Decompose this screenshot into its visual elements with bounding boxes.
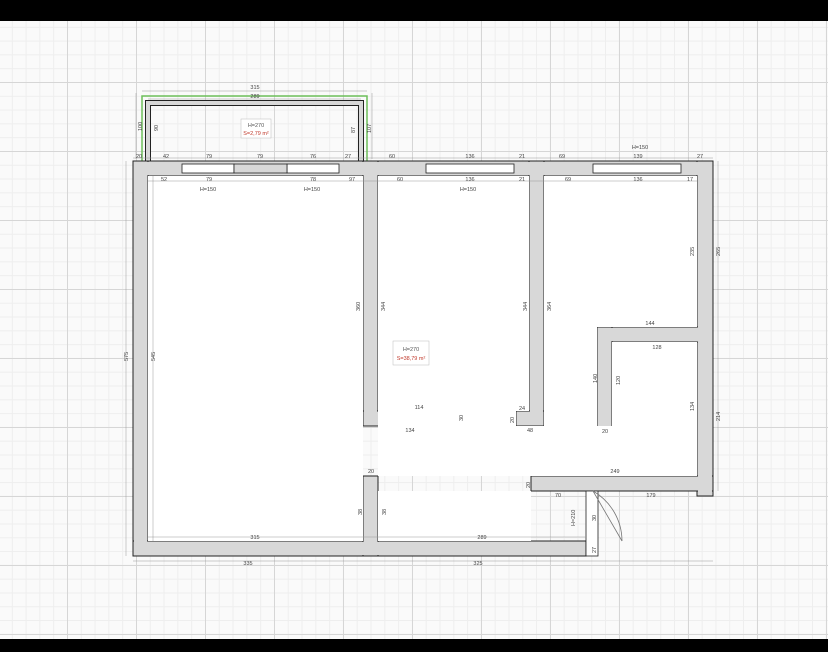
dim-wall2-end-b: 20 bbox=[510, 417, 516, 423]
room-right bbox=[544, 176, 697, 327]
dim-in-g: 21 bbox=[519, 177, 525, 183]
dim-win2: H=150 bbox=[304, 187, 320, 193]
dim-wall1-bottom-in: 114 bbox=[415, 405, 424, 411]
dim-top-window-h: H=150 bbox=[632, 145, 648, 151]
entrance-door[interactable] bbox=[585, 490, 623, 557]
dim-top-e: 76 bbox=[310, 154, 316, 160]
dim-right-upper-in: 235 bbox=[690, 247, 696, 256]
dim-in-j: 17 bbox=[687, 177, 693, 183]
dim-in-b: 79 bbox=[206, 177, 212, 183]
dim-right-lower-in: 134 bbox=[690, 402, 696, 411]
dim-bottom-in-right: 289 bbox=[477, 535, 486, 541]
dim-door-a: 30 bbox=[592, 515, 598, 521]
window-2[interactable] bbox=[286, 163, 340, 174]
window-3[interactable] bbox=[425, 163, 515, 174]
dim-balcony-outer: 315 bbox=[250, 85, 259, 91]
dim-top-i: 21 bbox=[519, 154, 525, 160]
dim-wall1-bottom-out: 134 bbox=[405, 428, 414, 434]
room-main bbox=[148, 176, 363, 541]
balcony-height-label: H=270 bbox=[248, 123, 264, 129]
dim-corridor-left: 20 bbox=[526, 482, 532, 488]
window-4[interactable] bbox=[592, 163, 682, 174]
dim-top-k: 139 bbox=[633, 154, 642, 160]
dim-bottom-in-left: 315 bbox=[250, 535, 259, 541]
dim-bottom-out-right: 325 bbox=[473, 561, 482, 567]
dim-win1: H=150 bbox=[200, 187, 216, 193]
dim-stub-right: 38 bbox=[382, 509, 388, 515]
dim-left-outer: 575 bbox=[124, 352, 130, 361]
dim-balcony-left-in: 90 bbox=[154, 125, 160, 131]
dim-inner-end: 20 bbox=[602, 429, 608, 435]
main-room-label: H=270 S=38,79 m² bbox=[392, 340, 430, 366]
dim-balcony-left: 100 bbox=[138, 122, 144, 131]
dim-bottom-out-left: 335 bbox=[243, 561, 252, 567]
dim-inner-top: 144 bbox=[645, 321, 654, 327]
dim-top-f: 27 bbox=[345, 154, 351, 160]
dim-top-l: 27 bbox=[697, 154, 703, 160]
dim-wall1-end: 30 bbox=[459, 415, 465, 421]
main-area-label: S=38,79 m² bbox=[397, 356, 426, 362]
dim-wall2-end-a: 24 bbox=[519, 406, 525, 412]
dim-inner-left-out: 140 bbox=[593, 374, 599, 383]
dim-wall1-left: 360 bbox=[356, 302, 362, 311]
dim-top-h: 136 bbox=[465, 154, 474, 160]
dim-top-g: 60 bbox=[389, 154, 395, 160]
dim-corridor-a: 70 bbox=[555, 493, 561, 499]
window-1[interactable] bbox=[181, 163, 235, 174]
dim-wall1-right: 344 bbox=[381, 302, 387, 311]
dim-inner-mid: 128 bbox=[652, 345, 661, 351]
dim-top-j: 69 bbox=[559, 154, 565, 160]
room-bath bbox=[612, 342, 697, 476]
dim-in-e: 60 bbox=[397, 177, 403, 183]
dimension-lines bbox=[125, 90, 719, 562]
dim-top-a: 20 bbox=[136, 154, 142, 160]
dim-in-a: 52 bbox=[161, 177, 167, 183]
dim-stub-top: 20 bbox=[368, 469, 374, 475]
dim-balcony-inner: 289 bbox=[250, 94, 259, 100]
dim-top-c: 79 bbox=[206, 154, 212, 160]
dim-left-inner: 545 bbox=[151, 352, 157, 361]
dim-top-b: 42 bbox=[163, 154, 169, 160]
dim-inner-left-in: 120 bbox=[616, 376, 622, 385]
dimension-labels: 315 289 100 90 87 107 20 42 79 79 76 27 … bbox=[124, 85, 722, 567]
dim-right-upper-out: 265 bbox=[716, 247, 722, 256]
room-center bbox=[378, 176, 529, 411]
dim-in-i: 136 bbox=[633, 177, 642, 183]
dim-win3: H=150 bbox=[460, 187, 476, 193]
dim-top-d: 79 bbox=[257, 154, 263, 160]
dim-wall2-bottom: 48 bbox=[527, 428, 533, 434]
dim-in-d: 97 bbox=[349, 177, 355, 183]
dim-balcony-right-in: 87 bbox=[351, 127, 357, 133]
dim-door-h: H=210 bbox=[571, 510, 577, 526]
dim-corridor-b: 179 bbox=[646, 493, 655, 499]
rooms bbox=[148, 176, 697, 541]
main-label-box bbox=[392, 340, 430, 366]
dim-wall2-left: 344 bbox=[523, 302, 529, 311]
balcony-label-box bbox=[240, 118, 272, 139]
dim-balcony-right: 107 bbox=[367, 124, 373, 133]
plan-canvas[interactable]: H=270 S=2,79 m² bbox=[0, 21, 828, 639]
dim-in-f: 136 bbox=[465, 177, 474, 183]
dim-in-h: 69 bbox=[565, 177, 571, 183]
balcony-area-label: S=2,79 m² bbox=[243, 131, 269, 137]
balcony[interactable]: H=270 S=2,79 m² bbox=[141, 95, 368, 167]
dim-corridor-top: 249 bbox=[610, 469, 619, 475]
balcony-rail-fill bbox=[146, 101, 363, 166]
dim-door-b: 27 bbox=[592, 547, 598, 553]
dim-in-c: 78 bbox=[310, 177, 316, 183]
dim-stub-left: 38 bbox=[358, 509, 364, 515]
floor-plan: H=270 S=2,79 m² bbox=[124, 85, 722, 567]
dim-wall2-right: 364 bbox=[547, 302, 553, 311]
dim-right-lower-out: 214 bbox=[716, 412, 722, 421]
main-height-label: H=270 bbox=[403, 347, 419, 353]
